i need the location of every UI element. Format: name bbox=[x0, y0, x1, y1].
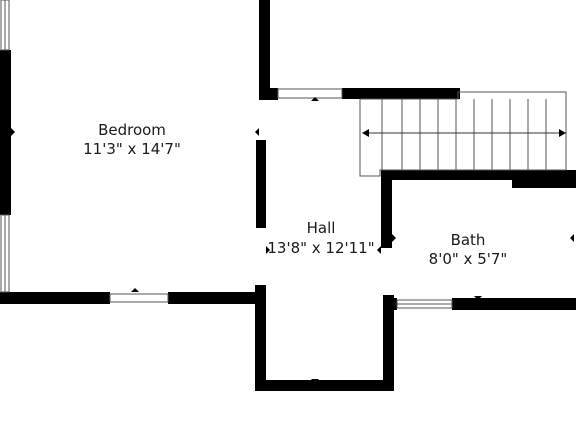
bedroom-marker-left bbox=[11, 128, 15, 136]
bath-marker-right bbox=[570, 234, 574, 242]
bath-marker-bottom bbox=[474, 296, 482, 300]
staircase bbox=[359, 91, 567, 177]
bedroom-hall-wall-upper bbox=[259, 0, 270, 100]
hall-marker-bottom bbox=[311, 379, 319, 383]
staircase-outline bbox=[359, 91, 567, 177]
bath-top-wall bbox=[381, 170, 576, 180]
hall-top-wall-left bbox=[266, 88, 278, 100]
bath-dimensions: 8'0" x 5'7" bbox=[429, 250, 508, 268]
dimension-markers bbox=[11, 97, 574, 383]
bath-corner-block bbox=[512, 170, 576, 188]
bath-name: Bath bbox=[451, 231, 486, 249]
bedroom-dimensions: 11'3" x 14'7" bbox=[83, 140, 181, 158]
opening-hall-top bbox=[277, 88, 343, 99]
hall-marker-right bbox=[377, 246, 381, 254]
bedroom-bottom-wall-left bbox=[0, 292, 110, 304]
bath-marker-left bbox=[392, 234, 396, 242]
staircase-arrow-right bbox=[559, 129, 566, 137]
hall-dimensions: 13'8" x 12'11" bbox=[267, 239, 374, 257]
windows bbox=[0, 0, 453, 309]
hall-right-wall-upper bbox=[381, 170, 392, 248]
hall-top-wall-right bbox=[342, 88, 460, 99]
bedroom-marker-right bbox=[255, 128, 259, 136]
bedroom-name: Bedroom bbox=[98, 121, 166, 139]
bedroom-hall-wall-middle bbox=[256, 140, 266, 228]
hall-bottom-wall bbox=[255, 380, 394, 391]
window-bedroom-bottom bbox=[109, 293, 169, 303]
hall-marker-left bbox=[266, 246, 270, 254]
hall-marker-top bbox=[311, 97, 319, 101]
hall-right-wall-lower bbox=[383, 295, 394, 391]
room-labels: Bedroom 11'3" x 14'7" Hall 13'8" x 12'11… bbox=[83, 121, 507, 268]
bath-bottom-wall-left bbox=[383, 298, 397, 310]
bedroom-bottom-wall-right bbox=[168, 292, 266, 304]
hall-left-wall-lower bbox=[255, 285, 266, 391]
bath-marker-top bbox=[474, 176, 482, 180]
hall-name: Hall bbox=[307, 219, 336, 237]
bedroom-marker-bottom bbox=[131, 288, 139, 292]
bedroom-left-wall bbox=[0, 50, 11, 215]
walls bbox=[0, 0, 576, 391]
bath-bottom-wall bbox=[452, 298, 576, 310]
staircase-arrow-left bbox=[362, 129, 369, 137]
